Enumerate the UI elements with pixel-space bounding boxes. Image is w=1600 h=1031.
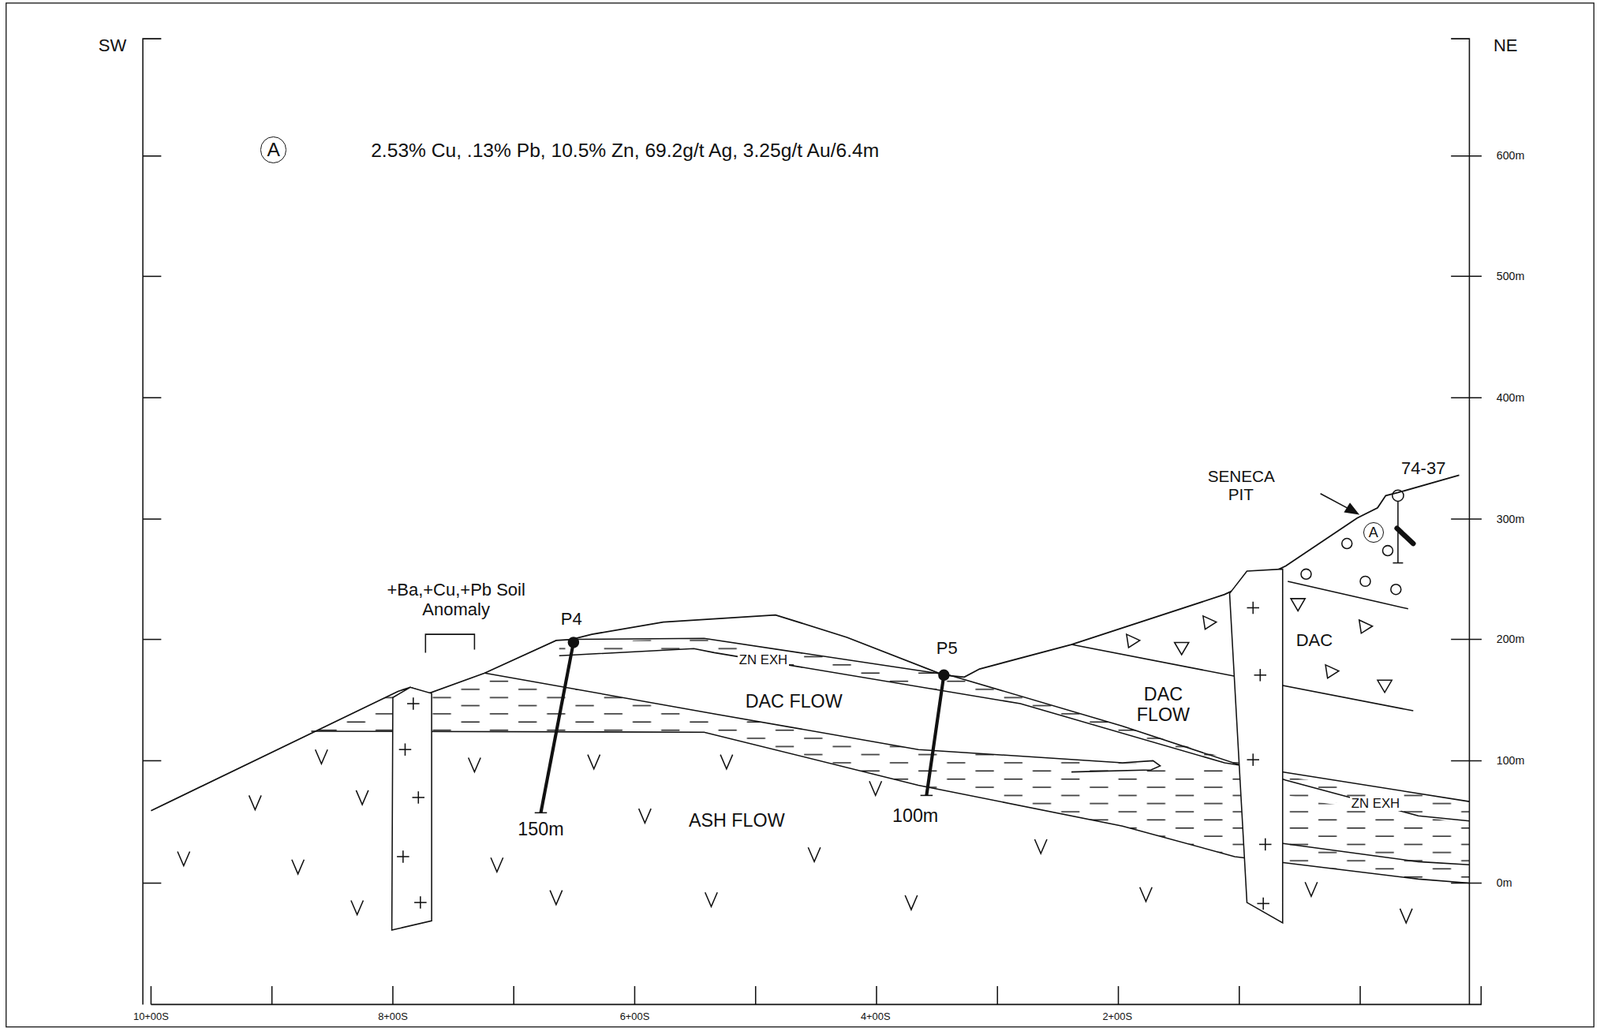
section-label: ZN EXH (737, 653, 790, 668)
section-label: 400m (1495, 392, 1527, 405)
section-label: 500m (1495, 270, 1527, 284)
section-label: 8+00S (376, 1011, 410, 1023)
section-label: +Ba,+Cu,+Pb Soil Anomaly (384, 580, 528, 619)
section-label: SENECA PIT (1206, 467, 1276, 505)
section-label: 6+00S (618, 1011, 652, 1023)
section-label: ASH FLOW (687, 811, 787, 832)
section-label: 0m (1495, 877, 1515, 890)
section-label: 100m (890, 806, 940, 827)
section-label: P4 (559, 609, 584, 629)
callout-circle: A (260, 136, 288, 164)
section-label: SW (97, 36, 128, 56)
section-label: 600m (1495, 149, 1527, 163)
section-label: 2+00S (1100, 1011, 1134, 1023)
callout-letter: A (266, 140, 280, 161)
section-label: 150m (515, 819, 565, 841)
section-label: 4+00S (859, 1011, 893, 1023)
section-label: 200m (1495, 633, 1527, 647)
section-label: P5 (934, 639, 960, 658)
section-label: 74-37 (1399, 459, 1447, 479)
callout-letter: A (1368, 525, 1379, 540)
section-label: DAC (1294, 631, 1335, 651)
callout-circle: A (1363, 522, 1384, 543)
section-label: DAC FLOW (743, 691, 845, 713)
section-label: NE (1491, 36, 1520, 56)
section-label: 100m (1495, 755, 1527, 768)
section-label: 300m (1495, 513, 1527, 527)
section-label: ZN EXH (1349, 796, 1402, 812)
section-label: 2.53% Cu, .13% Pb, 10.5% Zn, 69.2g/t Ag,… (369, 139, 881, 161)
section-label: DAC FLOW (1135, 684, 1192, 726)
section-label: 10+00S (131, 1011, 171, 1023)
